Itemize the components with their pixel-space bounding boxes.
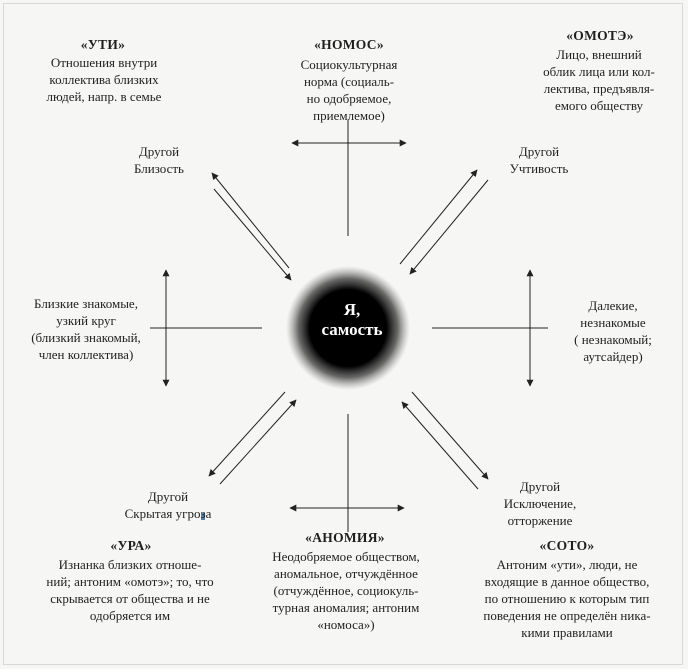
omote-title: «ОМОТЭ» (566, 28, 634, 43)
lower-left-arrow-in (219, 399, 297, 485)
uti-description: Отношения внутри коллектива близких люде… (46, 55, 162, 104)
exclusion-label: Другой Исключение, отторжение (503, 479, 577, 528)
soto-description: Антоним «ути», люди, не входящие в данно… (483, 557, 651, 640)
nomos-title: «НОМОС» (314, 37, 384, 52)
nomos-description: Социокультурная норма (социаль- но одобр… (300, 57, 398, 123)
self-label: Я, самость (321, 300, 383, 339)
upper-right-arrow-in (409, 179, 489, 275)
anomie-title: «АНОМИЯ» (305, 530, 385, 545)
lower-right-arrow-in (401, 401, 479, 490)
strangers-label: Далекие, незнакомые ( незнакомый; аутсай… (574, 298, 652, 364)
uti-title: «УТИ» (80, 37, 126, 52)
lower-left-arrow-out (208, 391, 286, 477)
intimacy-label: Другой Близость (133, 144, 184, 176)
ink-mark (201, 513, 205, 520)
politeness-label: Другой Учтивость (509, 144, 569, 176)
soto-title: «СОТО» (539, 538, 595, 553)
close-acquaintances-label: Близкие знакомые, узкий круг (близкий зн… (31, 296, 141, 362)
upper-right-arrow-out (399, 169, 478, 265)
hidden-threat-label: Другой Скрытая угроза (124, 489, 212, 521)
anomie-description: Неодобряемое обществом, аномальное, отчу… (272, 549, 420, 632)
ura-description: Изнанка близких отноше- ний; антоним «ом… (46, 557, 214, 623)
upper-left-arrow-in (213, 188, 292, 281)
lower-right-arrow-out (411, 391, 489, 480)
self-circle (286, 266, 410, 390)
page-frame (3, 3, 683, 665)
omote-description: Лицо, внешний облик лица или кол- лектив… (543, 47, 655, 113)
ura-title: «УРА» (110, 538, 152, 553)
upper-left-arrow-out (211, 172, 290, 269)
